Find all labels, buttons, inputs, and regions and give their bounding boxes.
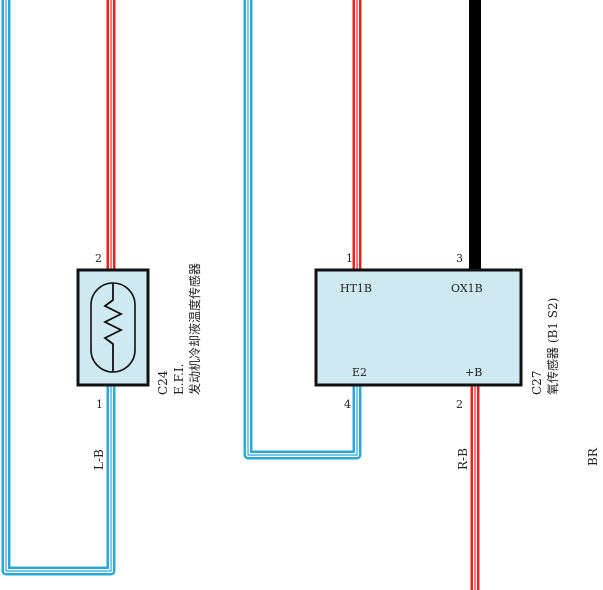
thermistor-icon: [90, 282, 136, 373]
coolant-sensor-line1: E.F.I.: [172, 364, 186, 395]
o2-label-ht1b: HT1B: [340, 282, 372, 295]
o2-sensor-code: C27: [530, 371, 544, 395]
coolant-sensor-code: C24: [156, 370, 170, 395]
o2-wire-code: R-B: [456, 448, 470, 470]
o2-pin-e2: 4: [344, 398, 351, 411]
wire-blue-e2-loop: [243, 0, 362, 460]
coolant-wire-code: L-B: [92, 449, 106, 470]
coolant-pin-top: 2: [95, 252, 102, 265]
o2-label-e2: E2: [352, 366, 367, 379]
o2-pin-ox1b: 3: [456, 252, 463, 265]
edge-label: BR: [586, 447, 600, 466]
coolant-sensor-line2: 发动机冷却液温度传感器: [187, 263, 202, 395]
o2-sensor-name: 氧传感器 (B1 S2): [545, 298, 560, 395]
o2-label-b: +B: [465, 366, 482, 379]
o2-label-ox1b: OX1B: [451, 282, 483, 295]
oxygen-sensor-body: [314, 268, 523, 387]
coolant-pin-bottom: 1: [96, 398, 103, 411]
o2-pin-b: 2: [456, 398, 463, 411]
wire-blue-coolant-loop: [1, 0, 116, 576]
o2-pin-ht1b: 1: [346, 252, 353, 265]
